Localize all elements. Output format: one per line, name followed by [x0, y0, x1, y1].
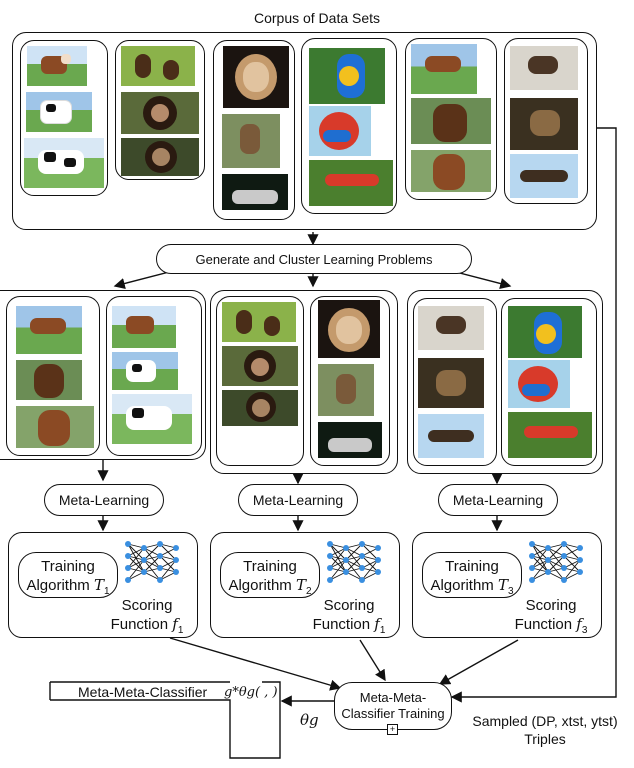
algorithm-subscript: 1	[103, 586, 110, 597]
cow-image	[112, 306, 176, 348]
mmc-text: Meta-Meta-Classifier	[78, 684, 208, 700]
parrot-image	[309, 160, 393, 206]
corpus-title: Corpus of Data Sets	[253, 10, 381, 26]
sampled-triples: Sampled (DP, xtst, ytst) Triples	[460, 712, 630, 748]
mmc-training-line1: Meta-Meta-	[359, 690, 427, 705]
expand-icon[interactable]: +	[387, 724, 398, 735]
cow-image	[112, 352, 178, 390]
chimp-image	[121, 92, 199, 134]
algorithm-symbol: T	[497, 576, 508, 594]
function-symbol: f	[172, 615, 178, 633]
cluster-step: Generate and Cluster Learning Problems	[156, 244, 472, 274]
function-word: Function	[514, 616, 573, 633]
eagle-image	[418, 358, 484, 408]
algorithm-symbol: T	[93, 576, 104, 594]
monkey-image	[318, 364, 374, 416]
function-symbol: f	[576, 615, 582, 633]
eagle-image	[510, 46, 578, 90]
training-line1: Training	[41, 558, 95, 575]
parrot-image	[508, 306, 582, 358]
parrot-image	[508, 360, 570, 408]
horse-image	[16, 306, 82, 354]
chimp-image	[121, 46, 195, 86]
cow-image	[26, 92, 92, 132]
training-line1: Training	[243, 558, 297, 575]
function-line: Function f1	[306, 615, 392, 640]
sampled-line2: Triples	[524, 731, 566, 747]
algorithm-word: Algorithm	[228, 577, 292, 594]
cow-image	[27, 46, 87, 86]
algorithm-subscript: 3	[507, 586, 514, 597]
scoring-word: Scoring	[323, 597, 375, 614]
monkey-image	[318, 300, 380, 358]
chimp-image	[222, 346, 298, 386]
arrow-training1-to-mmc	[169, 637, 342, 691]
sampled-line1: Sampled (DP, xtst, ytst)	[472, 713, 618, 729]
training-algorithm-2	[220, 552, 320, 598]
monkey-image	[222, 174, 288, 210]
training-line1: Training	[445, 558, 499, 575]
monkey-image	[318, 422, 382, 458]
function-symbol: f	[374, 615, 380, 633]
horse-image	[411, 98, 491, 144]
mmc-training-line2: Classifier Training	[341, 706, 445, 721]
scoring-function-1: Scoring Function f1	[104, 596, 190, 640]
algorithm-symbol: T	[295, 576, 306, 594]
algorithm-subscript: 2	[305, 586, 312, 597]
eagle-image	[510, 98, 578, 150]
mmc-training: Meta-Meta- Classifier Training	[334, 682, 452, 730]
chimp-image	[222, 390, 298, 426]
eagle-image	[418, 414, 484, 458]
training-algorithm-text-3: Training Algorithm T3	[422, 558, 522, 601]
mmc-label: Meta-Meta-Classifier	[52, 684, 232, 701]
scoring-function-3: Scoring Function f3	[508, 596, 594, 640]
chimp-image	[121, 138, 199, 176]
eagle-image	[418, 306, 484, 350]
function-subscript: 3	[581, 625, 588, 636]
function-line: Function f3	[508, 615, 594, 640]
arrow-training2-to-mmc	[359, 639, 386, 682]
meta-learning-1: Meta-Learning	[44, 484, 164, 516]
horse-image	[16, 360, 82, 400]
eagle-image	[510, 154, 578, 198]
monkey-image	[222, 114, 280, 168]
training-algorithm-text-1: Training Algorithm T1	[18, 558, 118, 601]
training-algorithm-text-2: Training Algorithm T2	[220, 558, 320, 601]
arrow-training3-to-mmc	[438, 639, 519, 685]
algorithm-line: Algorithm T2	[220, 576, 320, 601]
cow-image	[24, 138, 104, 188]
meta-learning-3: Meta-Learning	[438, 484, 558, 516]
cow-image	[112, 394, 192, 444]
mmc-symbol: g*θg( , )	[224, 685, 278, 700]
training-algorithm-1	[18, 552, 118, 598]
algorithm-word: Algorithm	[26, 577, 90, 594]
algorithm-line: Algorithm T3	[422, 576, 522, 601]
function-subscript: 1	[177, 625, 184, 636]
parrot-image	[508, 412, 592, 458]
theta-label: θg	[300, 711, 319, 729]
parrot-image	[309, 106, 371, 156]
algorithm-word: Algorithm	[430, 577, 494, 594]
training-algorithm-3	[422, 552, 522, 598]
function-word: Function	[110, 616, 169, 633]
chimp-image	[222, 302, 296, 342]
scoring-word: Scoring	[121, 597, 173, 614]
function-line: Function f1	[104, 615, 190, 640]
arrow-sampled-triples	[450, 127, 617, 703]
scoring-function-2: Scoring Function f1	[306, 596, 392, 640]
monkey-image	[223, 46, 289, 108]
meta-learning-2: Meta-Learning	[238, 484, 358, 516]
horse-image	[411, 150, 491, 192]
scoring-word: Scoring	[525, 597, 577, 614]
horse-image	[16, 406, 94, 448]
parrot-image	[309, 48, 385, 104]
horse-image	[411, 44, 477, 94]
function-word: Function	[312, 616, 371, 633]
function-subscript: 1	[379, 625, 386, 636]
algorithm-line: Algorithm T1	[18, 576, 118, 601]
